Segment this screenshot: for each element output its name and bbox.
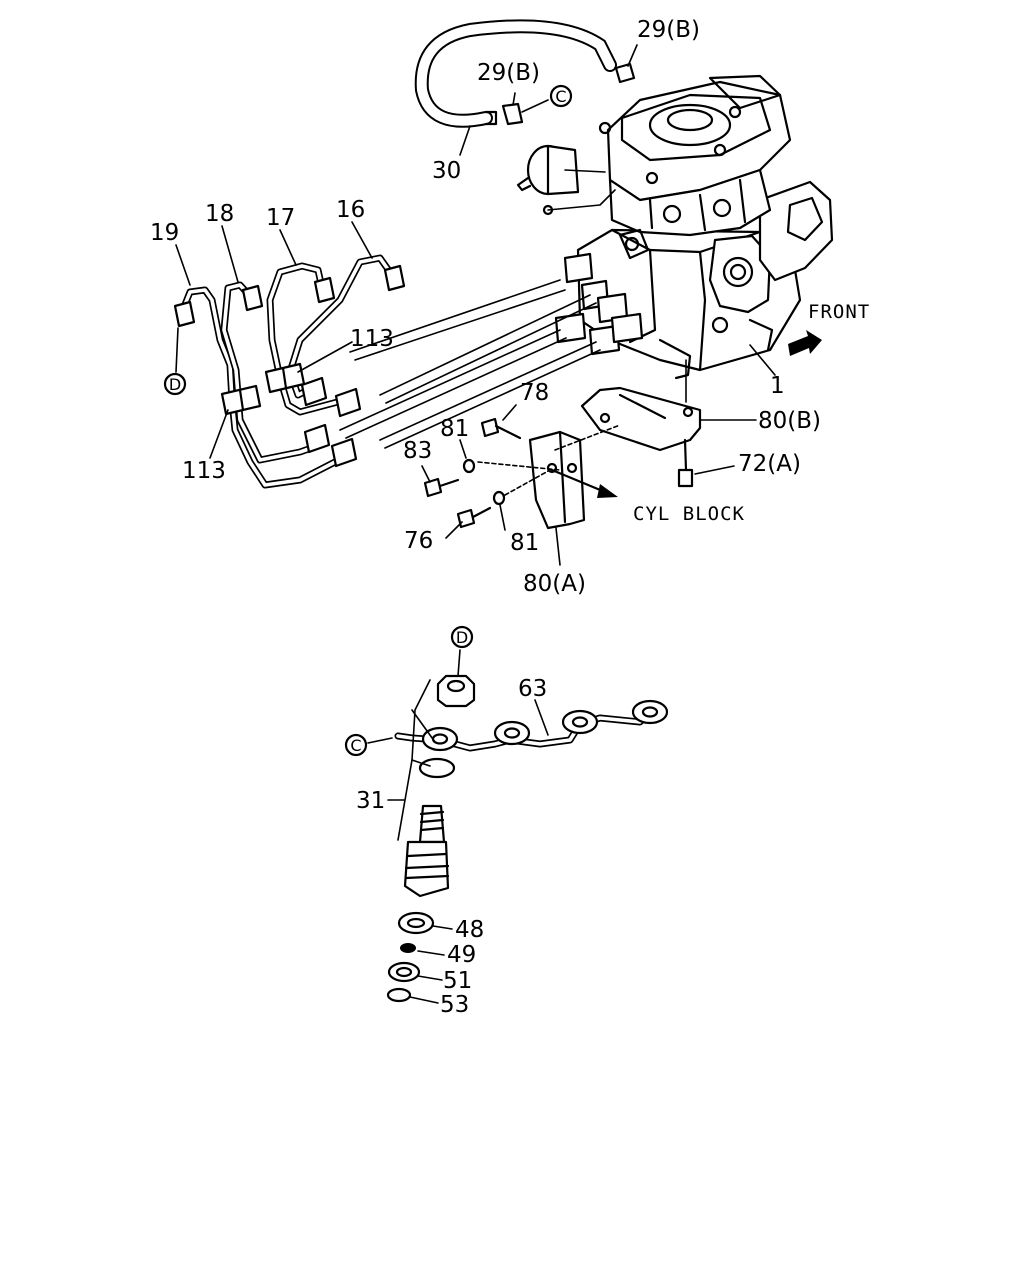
washer-48 (397, 911, 435, 935)
connector-c-hose: C (549, 84, 573, 108)
washer-49 (400, 943, 416, 953)
callout-16: 16 (336, 197, 365, 223)
callout-29b-top: 29(B) (637, 17, 700, 43)
svg-text:D: D (169, 375, 181, 394)
washer-81-lower (492, 490, 506, 506)
callout-76: 76 (404, 528, 433, 554)
callout-51: 51 (443, 968, 472, 994)
callout-49: 49 (447, 942, 476, 968)
injector-nozzle (403, 804, 450, 898)
cyl-block-label: CYL BLOCK (633, 503, 745, 525)
callout-63: 63 (518, 676, 547, 702)
bolt-72a (677, 438, 694, 488)
hose-clip-upper (614, 62, 636, 84)
cyl-block-arrow-icon (550, 468, 618, 498)
callout-80b: 80(B) (758, 408, 821, 434)
callout-81-lower: 81 (510, 530, 539, 556)
bolt-76 (456, 506, 492, 529)
delivery-valve-holders (554, 228, 650, 356)
bolt-83 (423, 477, 460, 498)
callout-18: 18 (205, 201, 234, 227)
callout-78: 78 (520, 380, 549, 406)
leak-off-gasket (418, 757, 456, 779)
svg-text:D: D (456, 628, 468, 647)
svg-text:C: C (350, 736, 361, 755)
hose-clip-lower (501, 102, 524, 126)
callout-17: 17 (266, 205, 295, 231)
washer-53 (386, 987, 412, 1003)
callout-30: 30 (432, 158, 461, 184)
connector-c-leakoff: C (344, 733, 393, 757)
front-arrow-icon (788, 330, 822, 356)
washer-51 (387, 961, 421, 983)
injector-nut (436, 674, 476, 708)
bracket-80b (580, 386, 702, 452)
callout-48: 48 (455, 917, 484, 943)
callout-80a: 80(A) (523, 571, 586, 597)
front-label: FRONT (808, 301, 870, 323)
callout-113-lower: 113 (182, 458, 226, 484)
callout-31: 31 (356, 788, 385, 814)
callout-72a: 72(A) (738, 451, 801, 477)
leak-off-pipe (394, 699, 669, 752)
connector-d-pipe: D (163, 327, 187, 396)
bracket-80a (528, 430, 586, 530)
boost-compensator (516, 144, 606, 196)
injection-pump (516, 74, 834, 380)
fuel-return-hose (414, 19, 617, 128)
callout-53: 53 (440, 992, 469, 1018)
washer-81-upper (462, 458, 476, 474)
callout-81-upper: 81 (440, 416, 469, 442)
pipe-clamp-lower (220, 384, 262, 416)
callout-29b-clip: 29(B) (477, 60, 540, 86)
callout-83: 83 (403, 438, 432, 464)
svg-text:C: C (555, 87, 566, 106)
callout-19: 19 (150, 220, 179, 246)
pipe-clamp-upper (264, 362, 306, 394)
bolt-78 (480, 417, 522, 440)
connector-d-nozzle: D (450, 625, 474, 677)
callout-113-upper: 113 (350, 326, 394, 352)
callout-1: 1 (770, 373, 785, 399)
injection-pipes (173, 254, 601, 489)
